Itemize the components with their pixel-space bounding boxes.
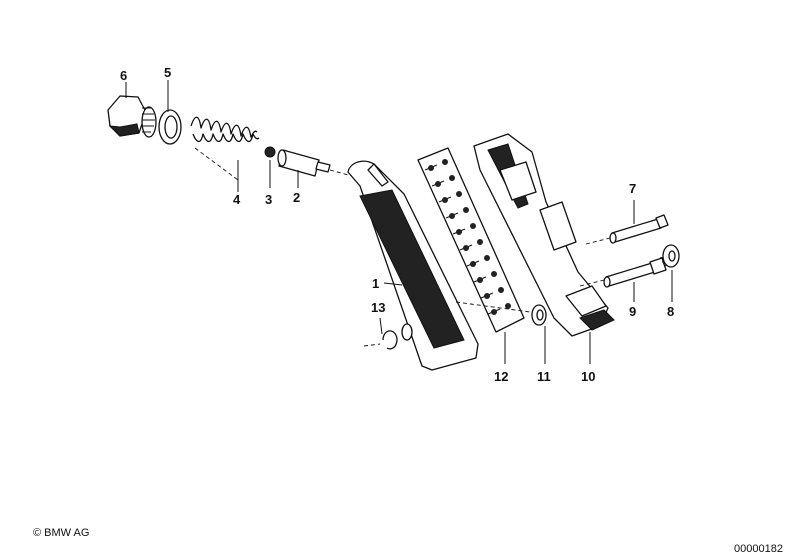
callout-12: 12: [494, 369, 508, 384]
part-13-circlip[interactable]: [363, 317, 413, 350]
callout-11: 11: [537, 369, 551, 384]
copyright-notice: © BMW AG: [33, 527, 90, 539]
callout-8: 8: [667, 304, 674, 319]
callout-6: 6: [120, 68, 127, 83]
part-8-washer[interactable]: [662, 244, 680, 302]
part-12-chain[interactable]: [417, 147, 525, 364]
part-2-piston[interactable]: [277, 149, 353, 177]
part-4-spring[interactable]: [190, 116, 260, 181]
part-1-tensioner-rail[interactable]: [347, 160, 479, 371]
callout-9: 9: [629, 304, 636, 319]
callout-13: 13: [371, 300, 385, 315]
document-number: 00000182: [734, 543, 783, 555]
part-7-pin[interactable]: [609, 200, 669, 244]
part-3-ball[interactable]: [264, 146, 276, 158]
part-10-guide-rail[interactable]: [473, 133, 615, 364]
part-6-hex-plug[interactable]: [107, 95, 157, 138]
callout-3: 3: [265, 192, 272, 207]
callout-5: 5: [164, 65, 171, 80]
callout-7: 7: [629, 181, 636, 196]
callout-2: 2: [293, 190, 300, 205]
part-11-washer[interactable]: [455, 301, 547, 364]
part-9-bolt[interactable]: [579, 237, 673, 302]
callout-10: 10: [581, 369, 595, 384]
callout-4: 4: [233, 192, 241, 207]
leader-lines: [125, 80, 299, 192]
callout-1: 1: [372, 276, 379, 291]
callout-labels: 6 5 4 3 2 1 13 12 11 10 7 9 8: [120, 65, 674, 384]
part-5-sealing-ring[interactable]: [158, 109, 182, 145]
